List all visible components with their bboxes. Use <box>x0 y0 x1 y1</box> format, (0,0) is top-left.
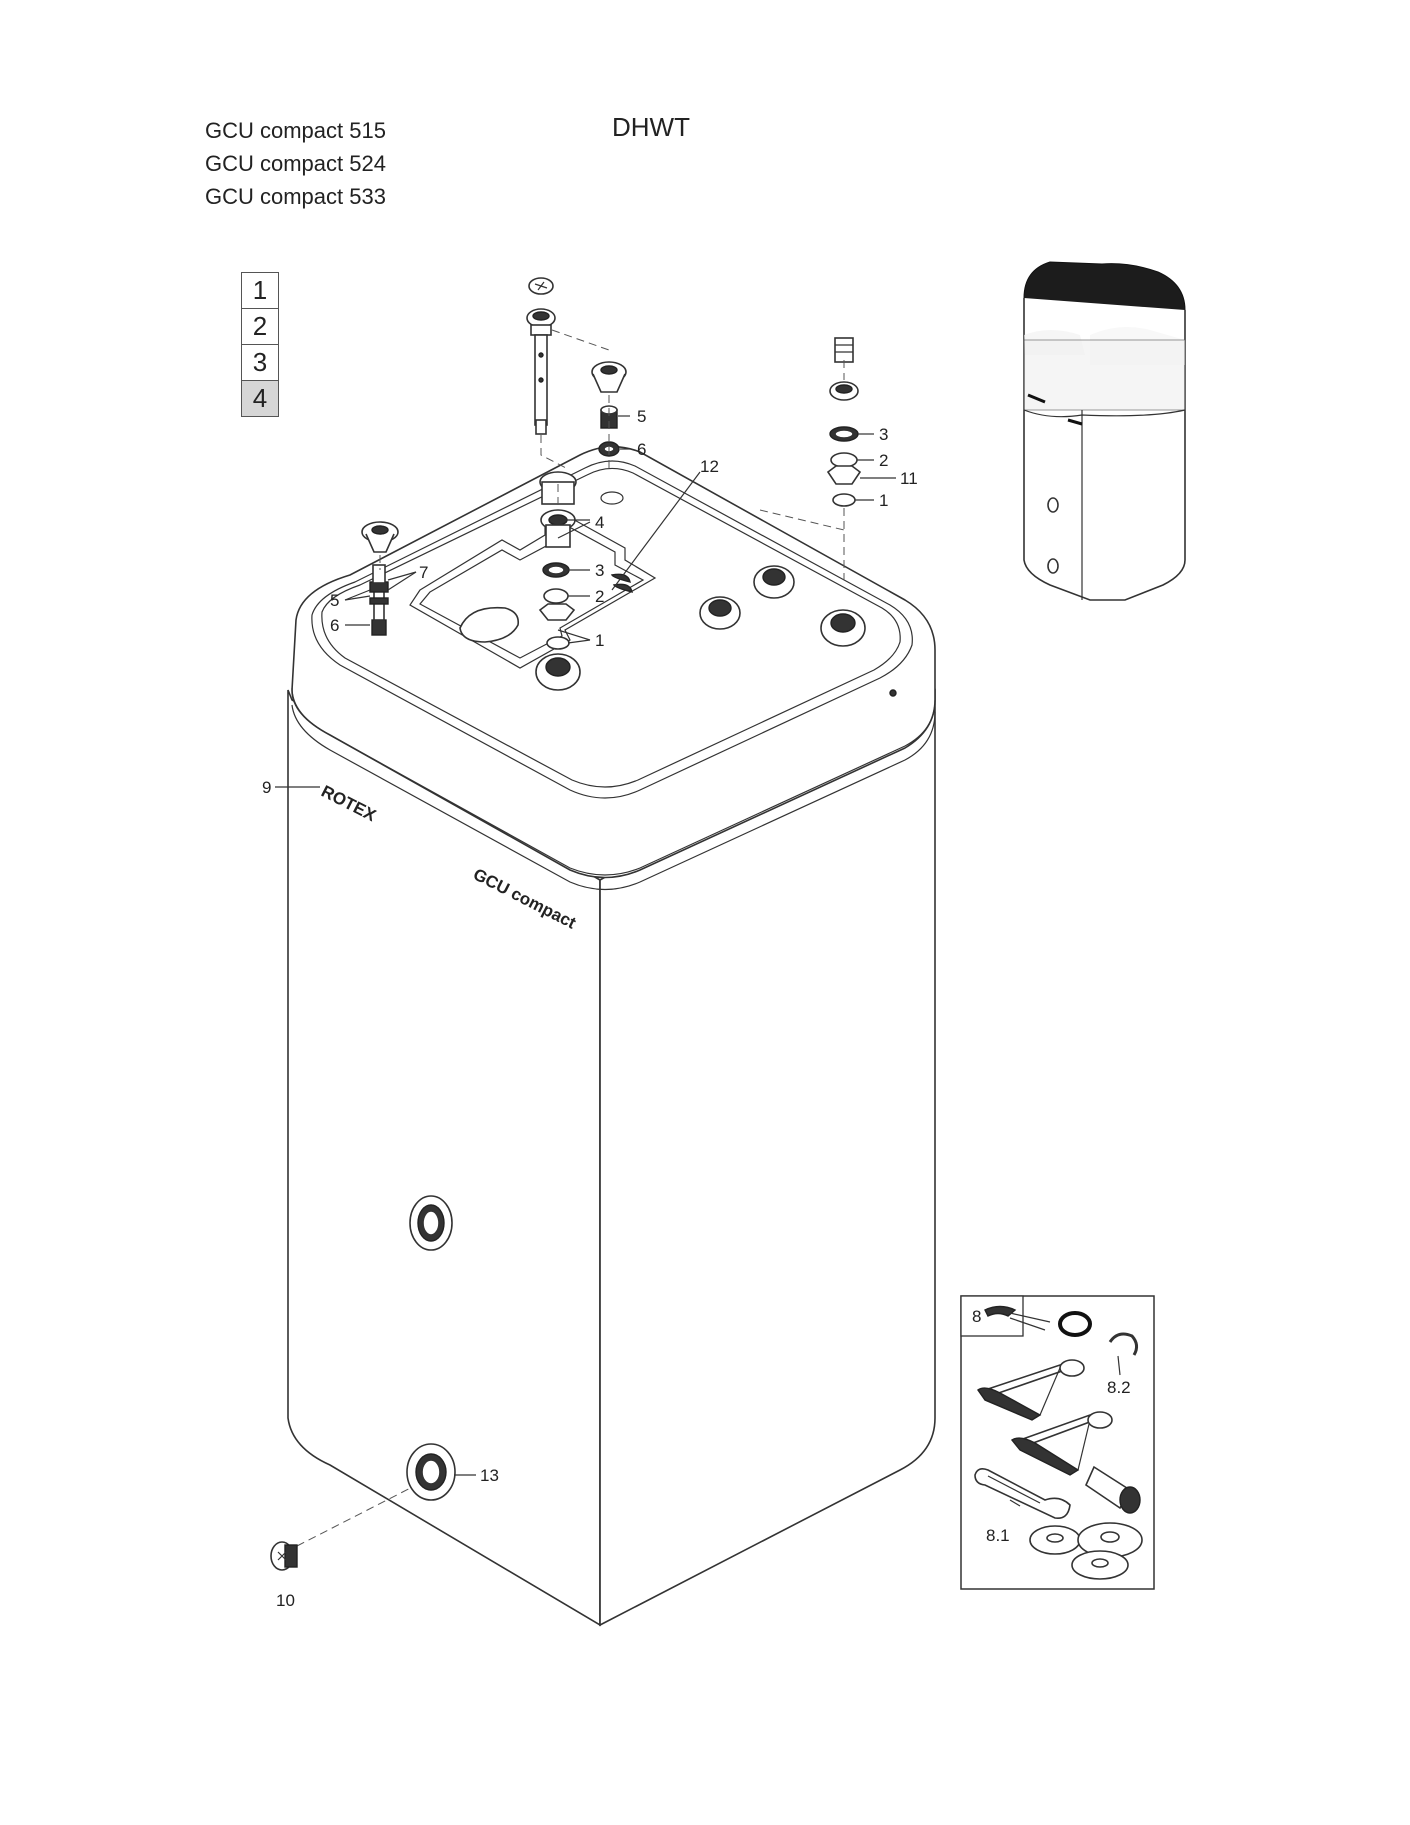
callout-labels: 5 6 12 4 3 2 1 3 2 11 1 7 5 6 9 13 10 8 … <box>262 407 1131 1610</box>
callout-4: 4 <box>595 513 604 532</box>
callout-5: 5 <box>637 407 646 426</box>
callout-9: 9 <box>262 778 271 797</box>
accessory-box <box>960 1295 1155 1590</box>
callout-2: 2 <box>879 451 888 470</box>
hex-nut <box>535 653 581 691</box>
top-recess <box>409 511 657 669</box>
model-name: GCU compact 524 <box>205 151 386 176</box>
variant-selector: 1 2 3 4 <box>241 272 279 417</box>
callout-1: 1 <box>879 491 888 510</box>
assembly-lines <box>296 329 845 1547</box>
circlip-icon <box>1108 1332 1139 1356</box>
wrench-icon <box>974 1468 1071 1520</box>
callout-3: 3 <box>595 561 604 580</box>
page-title: DHWT <box>612 112 690 142</box>
variant-box-1[interactable]: 1 <box>241 272 279 309</box>
callout-8-2: 8.2 <box>1107 1378 1131 1397</box>
callout-8-1: 8.1 <box>986 1526 1010 1545</box>
unit-thumbnail <box>1023 261 1186 601</box>
callout-1: 1 <box>595 631 604 650</box>
handle-tool <box>977 1359 1085 1421</box>
hex-nut <box>699 596 741 630</box>
callout-10: 10 <box>276 1591 295 1610</box>
callout-6: 6 <box>330 616 339 635</box>
callout-3: 3 <box>879 425 888 444</box>
callout-11: 11 <box>900 469 918 488</box>
connector-icon <box>1084 1465 1141 1514</box>
pliers-icon <box>984 1305 1051 1331</box>
variant-box-4[interactable]: 4 <box>241 380 279 417</box>
handle-tool <box>1010 1411 1113 1476</box>
model-list: GCU compact 515 GCU compact 524 GCU comp… <box>205 114 386 213</box>
callout-8: 8 <box>972 1307 981 1326</box>
callout-6: 6 <box>637 440 646 459</box>
callout-13: 13 <box>480 1466 499 1485</box>
drain-plug <box>270 1541 298 1571</box>
callout-2: 2 <box>595 587 604 606</box>
callout-12: 12 <box>700 457 719 476</box>
drain-port <box>406 1443 456 1501</box>
hex-nut <box>753 565 795 599</box>
model-name: GCU compact 533 <box>205 184 386 209</box>
callout-5: 5 <box>330 591 339 610</box>
model-name: GCU compact 515 <box>205 118 386 143</box>
fittings <box>361 277 866 691</box>
storage-tank: ROTEX GCU compact <box>287 445 936 1627</box>
callout-7: 7 <box>419 563 428 582</box>
side-port <box>409 1195 453 1251</box>
leader-lines <box>275 415 1121 1507</box>
hex-nut <box>820 609 866 647</box>
variant-box-3[interactable]: 3 <box>241 344 279 381</box>
